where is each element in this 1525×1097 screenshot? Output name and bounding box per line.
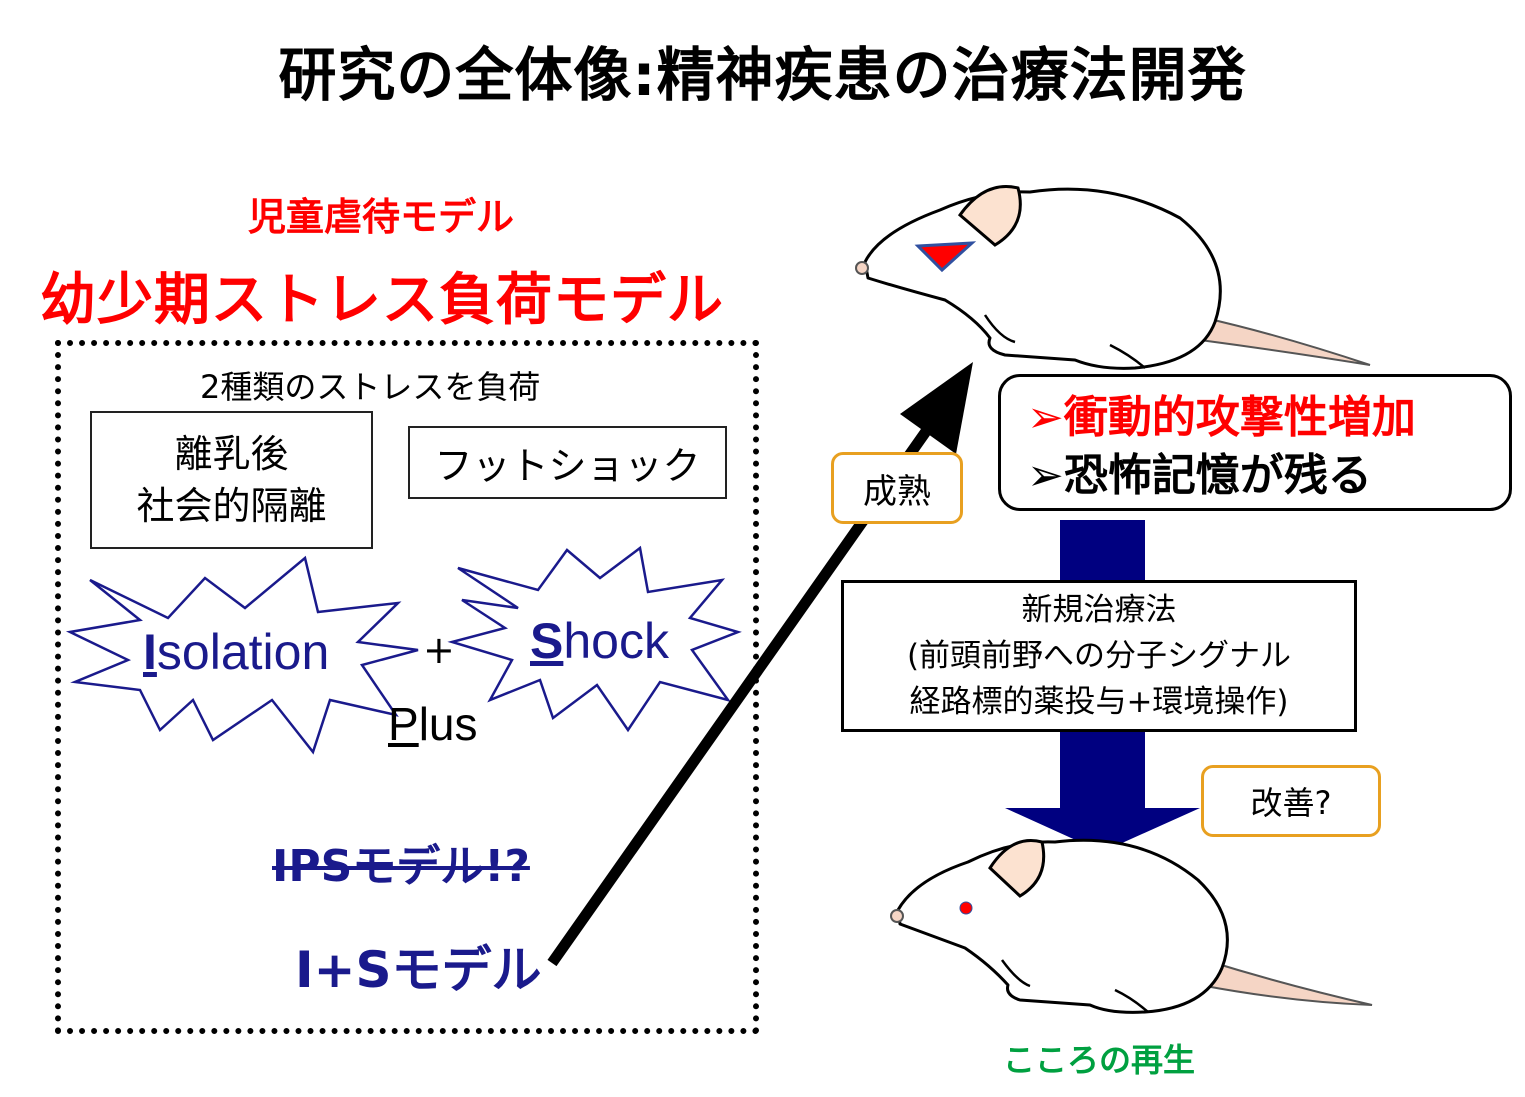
therapy-line-2: (前頭前野への分子シグナル xyxy=(906,638,1292,674)
footshock-box: フットショック xyxy=(408,426,727,499)
isolation-initial: I xyxy=(143,624,157,680)
stress-types-label: 2種類のストレスを負荷 xyxy=(200,368,541,406)
is-model-label: I+Sモデル xyxy=(295,941,542,999)
plus-word: Plus xyxy=(388,697,478,751)
effects-box: ➢衝動的攻撃性増加 ➢恐怖記憶が残る xyxy=(998,374,1512,511)
rat-bottom-tail xyxy=(1198,958,1373,1006)
aggressive-rat-illustration xyxy=(855,185,1371,370)
effect-fear-memory: ➢恐怖記憶が残る xyxy=(1027,450,1372,501)
maturation-arrow-head xyxy=(900,362,973,454)
plus-sign: + xyxy=(423,628,455,672)
rat-top-nose xyxy=(855,261,869,275)
isolation-rest: solation xyxy=(156,624,330,680)
shock-label: Shock xyxy=(530,612,669,670)
new-therapy-box: 新規治療法 (前頭前野への分子シグナル 経路標的薬投与+環境操作) xyxy=(841,580,1357,732)
isolation-label: Isolation xyxy=(143,623,329,681)
plus-rest: lus xyxy=(418,698,478,750)
rat-top-eye xyxy=(914,241,977,273)
abuse-model-subtitle: 児童虐待モデル xyxy=(248,195,515,239)
shock-rest: hock xyxy=(563,613,669,669)
isolation-burst-shape xyxy=(65,555,419,755)
improvement-box: 改善? xyxy=(1201,765,1381,837)
rat-bottom-ear xyxy=(988,839,1046,898)
rat-top-leg xyxy=(983,314,1016,344)
recovered-rat-illustration xyxy=(890,838,1373,1014)
therapy-line-1: 新規治療法 xyxy=(1021,592,1177,628)
social-isolation-box: 離乳後 社会的隔離 xyxy=(90,411,373,549)
rat-bottom-back-leg xyxy=(1114,988,1149,1013)
rat-bottom-leg xyxy=(1000,959,1031,988)
shock-burst-shape xyxy=(447,545,742,733)
model-dotted-frame xyxy=(55,340,759,1034)
rat-top-tail xyxy=(1198,316,1371,366)
maturation-box: 成熟 xyxy=(831,452,963,524)
social-isolation-line2: 社会的隔離 xyxy=(136,484,327,528)
rat-bottom-eye xyxy=(959,901,973,915)
early-stress-model-headline: 幼少期ストレス負荷モデル xyxy=(40,268,724,333)
rat-top-back-leg xyxy=(1109,343,1146,369)
social-isolation-line1: 離乳後 xyxy=(174,432,289,476)
shock-initial: S xyxy=(530,613,564,669)
mind-recovery-label: こころの再生 xyxy=(1003,1041,1196,1079)
rat-top-ear xyxy=(957,185,1022,247)
rat-bottom-body xyxy=(896,838,1229,1014)
ips-model-label: IPSモデル!? xyxy=(272,841,530,892)
rat-top-body xyxy=(863,187,1222,370)
page-title: 研究の全体像:精神疾患の治療法開発 xyxy=(278,41,1247,109)
plus-initial: P xyxy=(388,698,419,750)
therapy-line-3: 経路標的薬投与+環境操作) xyxy=(909,684,1289,720)
rat-bottom-nose xyxy=(890,909,904,923)
effect-aggression: ➢衝動的攻撃性増加 xyxy=(1027,392,1416,443)
